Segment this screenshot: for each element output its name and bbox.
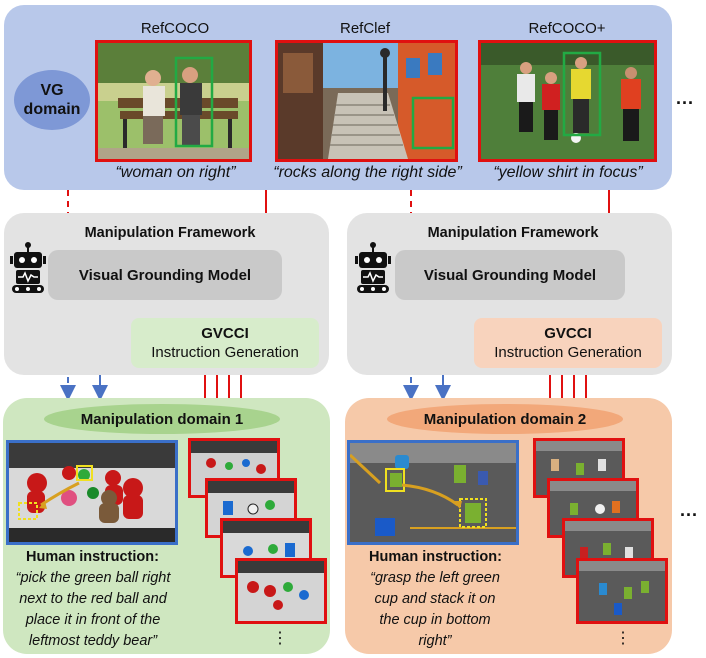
instruction-2-line-2: cup and stack it on	[374, 591, 496, 607]
gvcci-box-1: GVCCI Instruction Generation	[131, 318, 319, 368]
domain2-stack-image-4	[576, 558, 668, 624]
vg-more-ellipsis: ...	[676, 88, 695, 108]
refcocoplus-image	[478, 40, 657, 162]
domain2-main-image	[347, 440, 519, 545]
framework-title-1: Manipulation Framework	[84, 225, 256, 241]
domain1-stack-more: ⋮	[272, 630, 288, 647]
domain-title-ellipse-1: Manipulation domain 1	[44, 404, 280, 434]
dataset-title-refcoco: RefCOCO	[140, 20, 210, 37]
instruction-text-2: “grasp the left green cup and stack it o…	[350, 568, 520, 652]
instruction-1-line-4: leftmost teddy bear”	[28, 633, 158, 649]
gvcci-title-2: GVCCI	[544, 325, 592, 342]
vg-domain-label-1: VG	[40, 82, 64, 99]
domain-title-1: Manipulation domain 1	[80, 410, 244, 428]
instruction-2-line-3: the cup in bottom	[379, 612, 491, 628]
instruction-title-2: Human instruction:	[369, 549, 502, 565]
gvcci-title-1: GVCCI	[201, 325, 249, 342]
instruction-1-line-2: next to the red ball and	[19, 591, 167, 607]
model-label-1: Visual Grounding Model	[78, 266, 252, 284]
dataset-title-refcocoplus: RefCOCO+	[528, 20, 606, 37]
gvcci-sub-1: Instruction Generation	[151, 344, 299, 361]
framework-title-2: Manipulation Framework	[427, 225, 599, 241]
robot-icon	[10, 242, 46, 293]
robot-icon	[355, 242, 391, 293]
visual-grounding-model-2: Visual Grounding Model	[395, 250, 625, 300]
domain-title-ellipse-2: Manipulation domain 2	[387, 404, 623, 434]
instruction-2-line-1: “grasp the left green	[370, 570, 500, 586]
instruction-1-line-1: “pick the green ball right	[15, 570, 171, 586]
gvcci-box-2: GVCCI Instruction Generation	[474, 318, 662, 368]
refcoco-image	[95, 40, 252, 162]
instruction-title-1: Human instruction:	[26, 549, 159, 565]
instruction-text-1: “pick the green ball right next to the r…	[4, 568, 182, 652]
vg-domain-ellipse: VG domain	[14, 70, 90, 130]
vg-domain-label-2: domain	[23, 101, 81, 118]
instruction-2-line-4: right”	[418, 633, 452, 649]
domain1-main-image	[6, 440, 178, 545]
domain2-stack-more: ⋮	[615, 630, 631, 647]
instruction-1-line-3: place it in front of the	[25, 612, 161, 628]
caption-refcocoplus: “yellow shirt in focus”	[493, 164, 643, 181]
refclef-image	[275, 40, 458, 162]
gvcci-sub-2: Instruction Generation	[494, 344, 642, 361]
caption-refcoco: “woman on right”	[115, 164, 236, 181]
visual-grounding-model-1: Visual Grounding Model	[48, 250, 282, 300]
model-label-2: Visual Grounding Model	[423, 266, 597, 284]
domains-more-ellipsis: ...	[680, 500, 699, 520]
caption-refclef: “rocks along the right side”	[273, 164, 462, 181]
domain-title-2: Manipulation domain 2	[423, 410, 587, 428]
domain1-stack-image-4	[235, 558, 327, 624]
dataset-title-refclef: RefClef	[339, 20, 391, 37]
